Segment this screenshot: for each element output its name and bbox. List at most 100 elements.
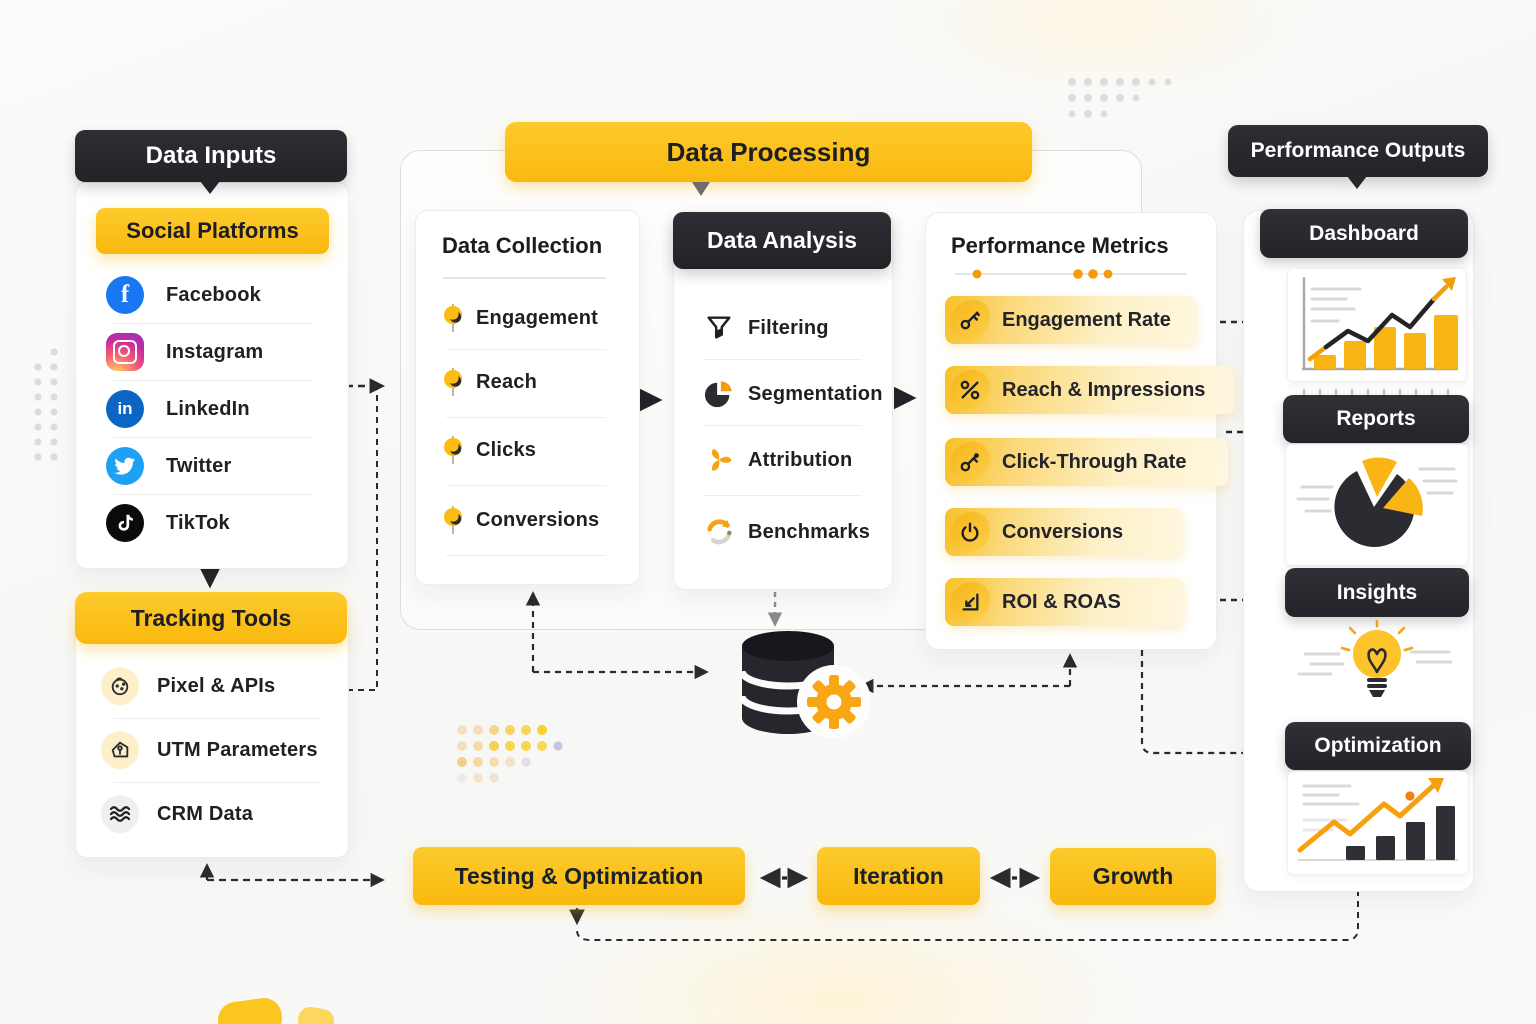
dot-grid-left [34, 348, 58, 461]
data-inputs-title: Data Inputs [145, 142, 277, 169]
loop-label: Iteration [853, 862, 944, 889]
list-item: Reach [442, 353, 622, 411]
divider [113, 380, 313, 381]
divider [113, 718, 321, 719]
list-item: Filtering [704, 299, 874, 357]
data-inputs-header: Data Inputs [75, 130, 347, 182]
pie-icon [704, 381, 732, 408]
list-item: in LinkedIn [106, 381, 318, 437]
performance-metrics-title: Performance Metrics [951, 233, 1169, 258]
data-processing-banner: Data Processing [505, 122, 1032, 182]
metric-label: Engagement Rate [1002, 308, 1171, 331]
divider [113, 494, 313, 495]
database-icon [730, 622, 880, 752]
collection-label: Conversions [476, 508, 600, 531]
outputs-pointer [1347, 176, 1367, 189]
metric-conversions: Conversions [945, 508, 1183, 556]
dot-grid-yellow [457, 725, 563, 783]
output-reports: Reports [1283, 395, 1469, 443]
analysis-label: Segmentation [748, 382, 883, 405]
output-label: Insights [1336, 580, 1418, 604]
refresh-icon [707, 519, 732, 545]
pie-chart-icon [1285, 444, 1469, 566]
list-item: CRM Data [101, 785, 323, 843]
data-analysis-header: Data Analysis [673, 212, 891, 269]
tag-icon [101, 731, 139, 769]
divider [113, 782, 321, 783]
platform-label: Facebook [166, 283, 261, 306]
divider [446, 417, 606, 418]
divider [704, 359, 862, 360]
lightbulb-icon [1287, 618, 1467, 710]
bar-line-chart-icon [1287, 268, 1467, 382]
metric-reach-impressions: Reach & Impressions [945, 366, 1235, 414]
collection-label: Clicks [476, 438, 537, 461]
metric-engagement-rate: Engagement Rate [945, 296, 1197, 344]
funnel-icon [707, 316, 731, 339]
tiktok-icon [106, 504, 144, 542]
collection-label: Reach [476, 370, 538, 393]
output-label: Dashboard [1309, 221, 1419, 245]
banner-pointer [692, 182, 710, 196]
collection-label: Engagement [476, 306, 599, 329]
performance-metrics-card: Performance Metrics [925, 212, 1217, 650]
output-optimization: Optimization [1285, 722, 1471, 770]
output-insights: Insights [1285, 568, 1469, 617]
loop-label: Testing & Optimization [454, 862, 704, 889]
line-outputs-feedback [576, 890, 1359, 941]
list-item: Benchmarks [704, 503, 884, 561]
platform-label: TikTok [166, 511, 230, 534]
output-label: Optimization [1314, 734, 1442, 757]
performance-outputs-title: Performance Outputs [1250, 139, 1466, 162]
output-label: Reports [1336, 407, 1416, 430]
metric-label: Conversions [1002, 520, 1124, 543]
key-icon [950, 300, 990, 340]
pinwheel-icon [711, 448, 732, 471]
tracking-tools-card: Pixel & APIs UTM Parameters CRM Data [75, 616, 349, 858]
iteration-button: Iteration [817, 847, 980, 905]
list-item: Pixel & APIs [101, 657, 323, 715]
list-item: Engagement [442, 289, 622, 347]
divider [704, 495, 862, 496]
data-inputs-pointer [200, 181, 220, 194]
pin-icon [444, 368, 462, 396]
tracking-tools-header: Tracking Tools [75, 592, 347, 644]
instagram-icon [106, 333, 144, 371]
waves-icon [101, 795, 139, 833]
list-item: TikTok [106, 495, 318, 551]
list-item: Conversions [442, 491, 632, 549]
percent-icon [950, 370, 990, 410]
list-item: UTM Parameters [101, 721, 323, 779]
metric-label: ROI & ROAS [1002, 590, 1121, 613]
pixel-icon [101, 667, 139, 705]
list-item: f Facebook [106, 267, 318, 323]
divider [446, 485, 606, 486]
divider [446, 555, 606, 556]
testing-optimization-button: Testing & Optimization [413, 847, 745, 905]
social-platforms-header: Social Platforms [96, 208, 329, 254]
power-icon [950, 512, 990, 552]
analysis-label: Attribution [748, 448, 853, 471]
divider [113, 437, 313, 438]
divider [113, 323, 313, 324]
growth-button: Growth [1050, 848, 1216, 905]
list-item: Instagram [106, 324, 318, 380]
tracking-label: UTM Parameters [157, 738, 318, 761]
facebook-icon: f [106, 276, 144, 314]
analysis-label: Benchmarks [748, 520, 871, 543]
growth-chart-icon [1287, 771, 1469, 875]
loop-label: Growth [1092, 863, 1174, 889]
metric-click-through-rate: Click-Through Rate [945, 438, 1228, 486]
list-item: Attribution [704, 431, 874, 489]
pin-icon [444, 304, 462, 332]
linkedin-icon: in [106, 390, 144, 428]
social-platforms-title: Social Platforms [126, 218, 299, 243]
platform-label: LinkedIn [166, 397, 250, 420]
output-dashboard: Dashboard [1260, 209, 1468, 258]
metric-label: Click-Through Rate [1002, 450, 1187, 473]
metrics-title-underline [955, 269, 1187, 279]
list-item: Segmentation [704, 365, 884, 423]
dot-grid-top-right [1068, 78, 1172, 118]
tracking-tools-title: Tracking Tools [130, 604, 292, 631]
key-icon [950, 442, 990, 482]
